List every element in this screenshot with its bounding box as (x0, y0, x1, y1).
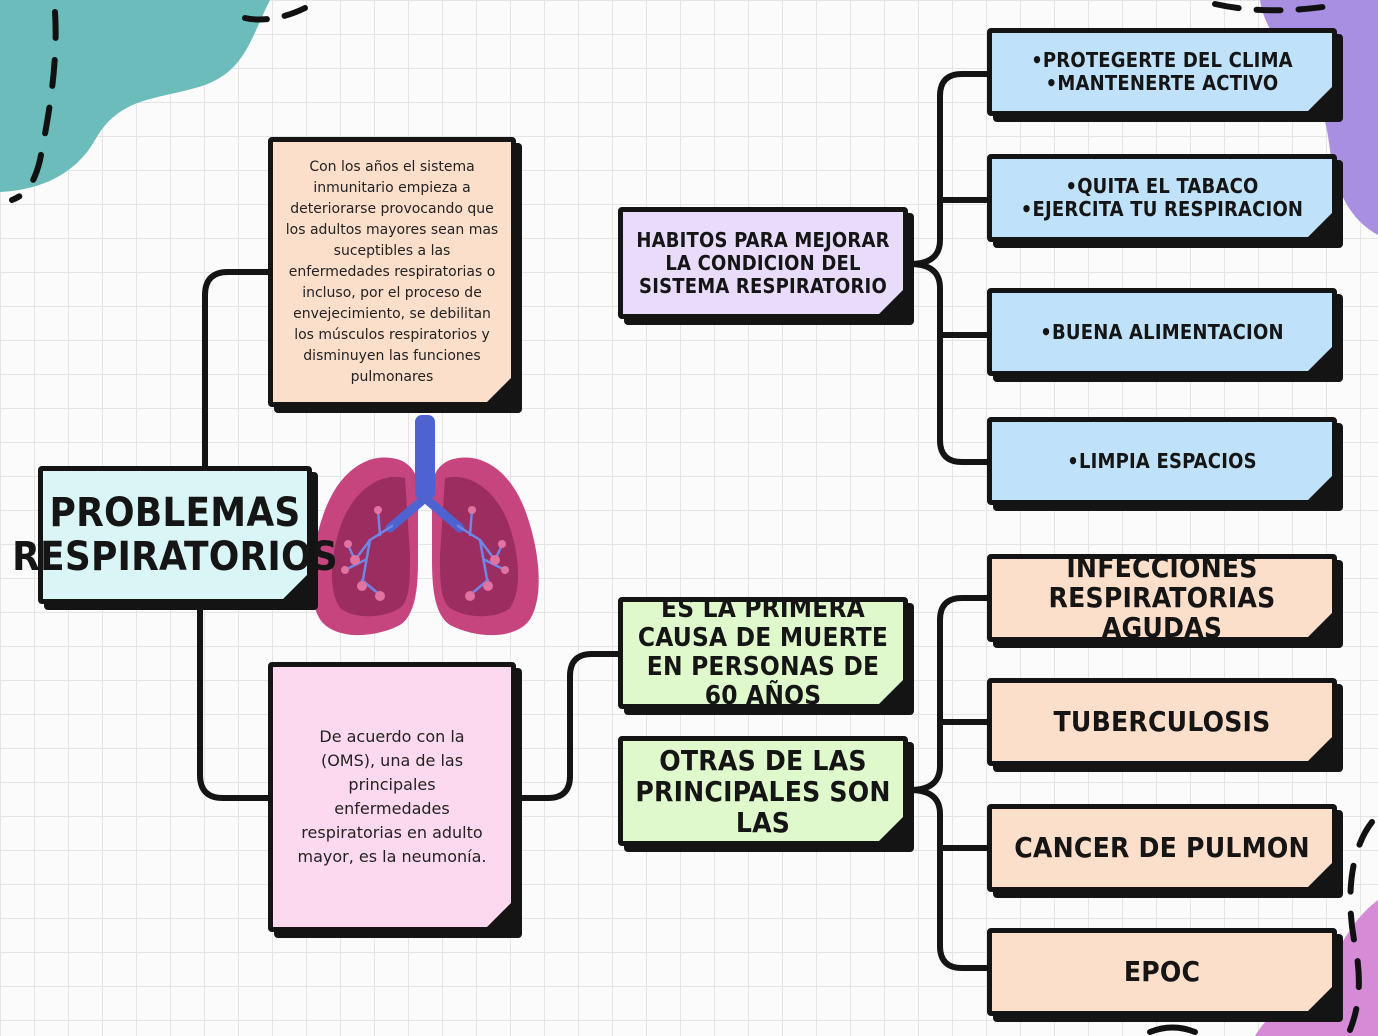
disease-item-4-label: EPOC (1123, 955, 1201, 988)
purple-blob (1260, 0, 1378, 235)
dashed-stroke-top-2 (242, 5, 308, 23)
dashed-stroke-right-bottom (1347, 819, 1375, 1033)
habit-item-3-line1: •BUENA ALIMENTACION (1040, 319, 1284, 344)
first-cause-text: ES LA PRIMERA CAUSA DE MUERTE EN PERSONA… (637, 594, 889, 711)
habit-item-1-line1: •PROTEGERTE DEL CLIMA (1031, 48, 1293, 72)
info-card-immune-text: Con los años el sistema inmunitario empi… (285, 158, 499, 385)
disease-item-3-label: CANCER DE PULMON (1014, 831, 1310, 864)
habit-item-2: •QUITA EL TABACO •EJERCITA TU RESPIRACIO… (987, 154, 1337, 242)
disease-item-4: EPOC (987, 928, 1337, 1016)
info-card-immune: Con los años el sistema inmunitario empi… (268, 137, 516, 407)
disease-item-3: CANCER DE PULMON (987, 804, 1337, 892)
lungs-illustration (311, 415, 539, 636)
habit-item-4: •LIMPIA ESPACIOS (987, 417, 1337, 505)
habit-item-4-line1: •LIMPIA ESPACIOS (1067, 448, 1257, 473)
habit-item-2-line1: •QUITA EL TABACO (1065, 174, 1259, 198)
other-causes-node: OTRAS DE LAS PRINCIPALES SON LAS (618, 736, 908, 846)
disease-item-2: TUBERCULOSIS (987, 678, 1337, 766)
first-cause-node: ES LA PRIMERA CAUSA DE MUERTE EN PERSONA… (618, 594, 908, 711)
habit-item-2-line2: •EJERCITA TU RESPIRACION (1020, 197, 1304, 221)
dashed-stroke-bottom (1147, 1024, 1198, 1035)
habits-node: HABITOS PARA MEJORAR LA CONDICION DEL SI… (618, 207, 908, 319)
habit-item-3: •BUENA ALIMENTACION (987, 288, 1337, 376)
other-causes-title: OTRAS DE LAS PRINCIPALES SON LAS (635, 743, 891, 839)
disease-item-2-label: TUBERCULOSIS (1053, 705, 1271, 738)
central-topic: PROBLEMAS RESPIRATORIOS (12, 466, 338, 604)
disease-item-1-label: INFECCIONES RESPIRATORIAS AGUDAS (1048, 551, 1276, 644)
disease-item-1: INFECCIONES RESPIRATORIAS AGUDAS (987, 551, 1337, 644)
info-card-oms-text: De acuerdo con la (OMS), una de las prin… (297, 727, 487, 866)
teal-blob (0, 0, 270, 192)
habits-node-title: HABITOS PARA MEJORAR LA CONDICION DEL SI… (636, 227, 890, 298)
dashed-stroke-right-top (1212, 1, 1333, 14)
info-card-oms: De acuerdo con la (OMS), una de las prin… (268, 662, 516, 932)
central-topic-title: PROBLEMAS RESPIRATORIOS (12, 490, 338, 580)
magenta-blob (1255, 900, 1378, 1036)
habit-item-1: •PROTEGERTE DEL CLIMA •MANTENERTE ACTIVO (987, 28, 1337, 116)
habit-item-1-line2: •MANTENERTE ACTIVO (1045, 71, 1279, 95)
